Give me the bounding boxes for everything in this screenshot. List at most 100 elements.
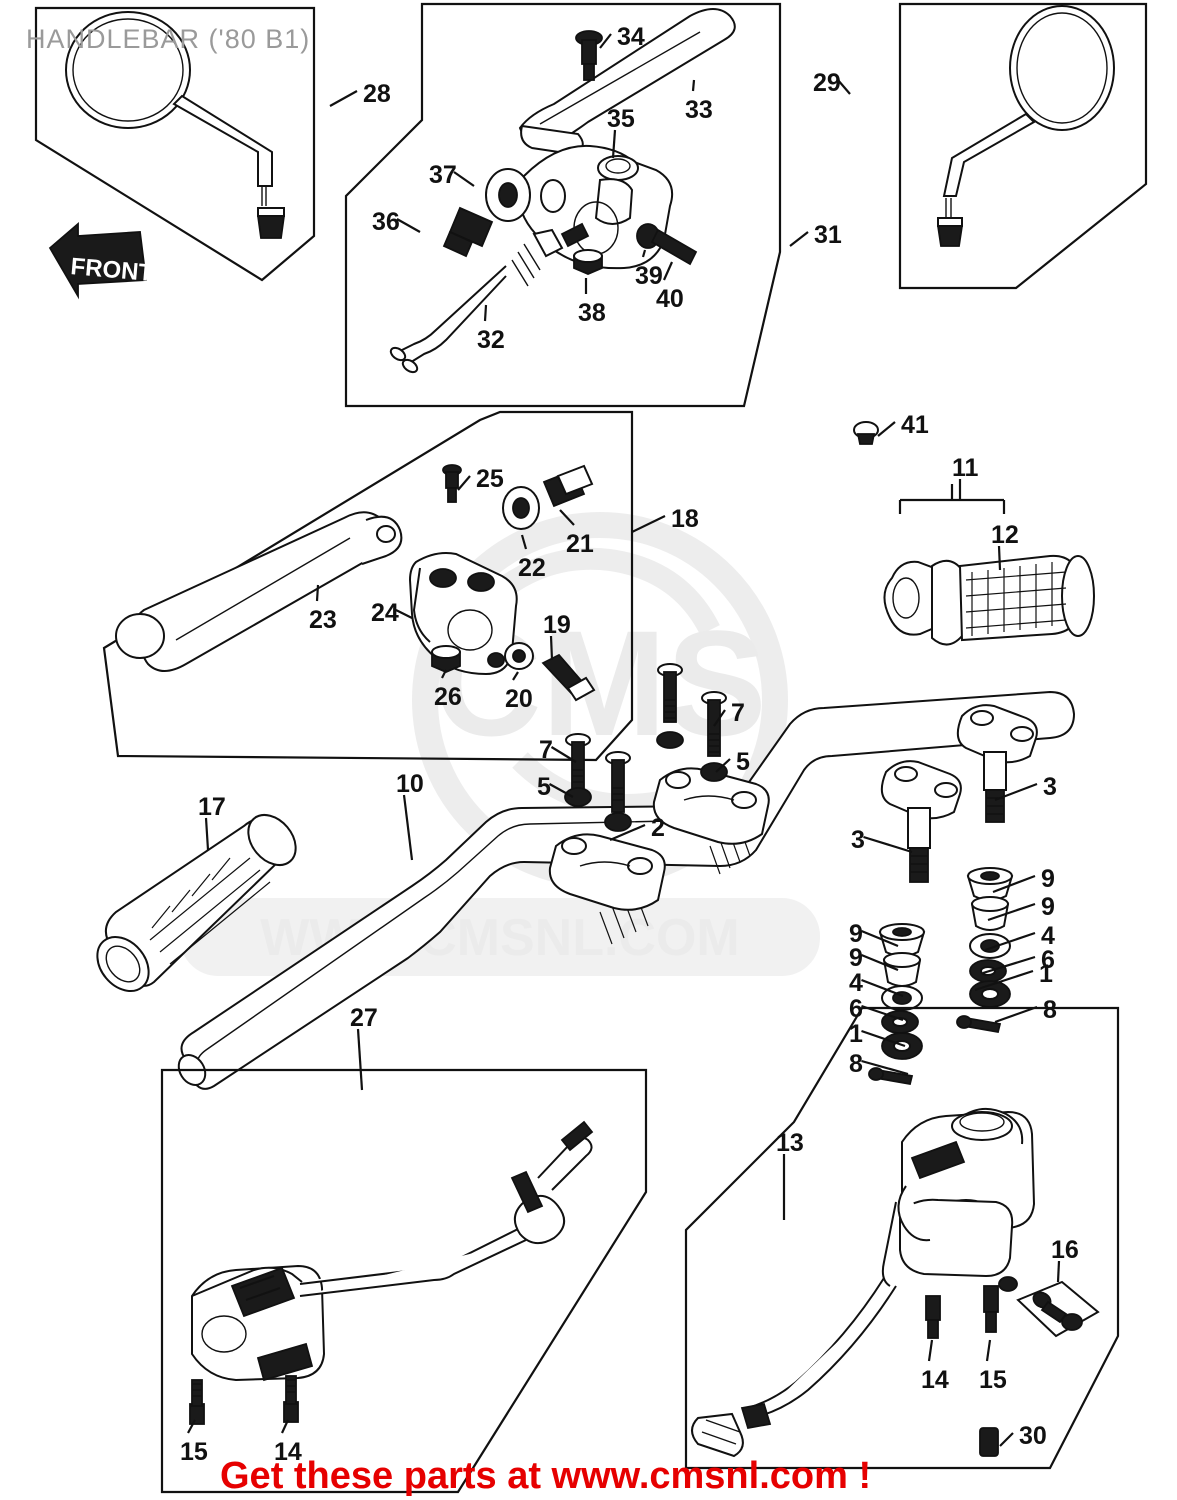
callout-number-35[interactable]: 35 — [607, 105, 635, 133]
callout-number-22[interactable]: 22 — [518, 554, 546, 582]
callout-number-25[interactable]: 25 — [476, 465, 504, 493]
callout-number-14[interactable]: 14 — [921, 1366, 949, 1394]
right-switch-housing-part — [691, 1107, 1100, 1458]
callout-number-8[interactable]: 8 — [1043, 996, 1057, 1024]
leader-line-1 — [974, 969, 1034, 992]
callout-number-29[interactable]: 29 — [813, 69, 841, 97]
leader-line-14 — [927, 1339, 934, 1362]
callout-number-9[interactable]: 9 — [849, 920, 863, 948]
leader-line-4 — [984, 931, 1036, 952]
callout-number-2[interactable]: 2 — [651, 814, 665, 842]
callout-number-15[interactable]: 15 — [180, 1438, 208, 1466]
leader-line-8 — [861, 1059, 909, 1076]
leader-line-21 — [559, 509, 575, 526]
pivot-bolt-part — [575, 30, 603, 81]
callout-number-7[interactable]: 7 — [731, 699, 745, 727]
leader-line-7 — [713, 709, 726, 727]
footer-promo-text: Get these parts at www.cmsnl.com ! — [220, 1455, 872, 1497]
callout-number-9[interactable]: 9 — [1041, 865, 1055, 893]
throttle-grip-part — [883, 554, 1095, 646]
callout-number-11[interactable]: 11 — [952, 454, 979, 482]
leader-line-26 — [441, 669, 447, 679]
leader-line-22 — [520, 534, 528, 550]
leader-line-9 — [992, 874, 1036, 894]
enclosure-13 — [684, 1006, 1120, 1470]
callout-number-3[interactable]: 3 — [1043, 773, 1057, 801]
hardware-stack-left — [868, 923, 926, 1086]
callout-number-9[interactable]: 9 — [1041, 893, 1055, 921]
callout-number-27[interactable]: 27 — [350, 1004, 378, 1032]
callout-number-7[interactable]: 7 — [539, 736, 553, 764]
plug-41-part — [853, 421, 879, 445]
callout-number-31[interactable]: 31 — [814, 221, 842, 249]
holder-left-part — [880, 760, 962, 883]
callout-number-8[interactable]: 8 — [849, 1050, 863, 1078]
callout-number-5[interactable]: 5 — [736, 748, 750, 776]
callout-number-32[interactable]: 32 — [477, 326, 505, 354]
leader-line-31 — [789, 231, 809, 247]
screw-25-part — [442, 464, 462, 503]
leader-line-24 — [395, 609, 413, 619]
lock-nut-37-part — [485, 168, 531, 222]
callout-number-24[interactable]: 24 — [371, 599, 399, 627]
leader-line-30 — [999, 1432, 1014, 1447]
left-mirror-part — [65, 11, 286, 239]
leader-line-1 — [861, 1029, 906, 1048]
callout-number-12[interactable]: 12 — [991, 521, 1019, 549]
callout-number-16[interactable]: 16 — [1051, 1236, 1079, 1264]
leader-line-34 — [599, 33, 612, 49]
callout-number-4[interactable]: 4 — [1041, 922, 1055, 950]
callout-number-21[interactable]: 21 — [566, 530, 594, 558]
adjuster-21-part — [542, 464, 594, 508]
callout-number-14[interactable]: 14 — [274, 1438, 302, 1466]
callout-number-1[interactable]: 1 — [1039, 960, 1053, 988]
callout-number-41[interactable]: 41 — [901, 411, 929, 439]
left-switch-housing-part — [189, 1120, 594, 1425]
callout-number-39[interactable]: 39 — [635, 262, 663, 290]
callout-number-30[interactable]: 30 — [1019, 1422, 1047, 1450]
leader-line-37 — [453, 171, 475, 187]
callout-number-34[interactable]: 34 — [617, 23, 645, 51]
callout-number-10[interactable]: 10 — [396, 770, 424, 798]
adjuster-bolt-36-part — [442, 206, 494, 258]
bolts-group — [564, 663, 728, 832]
left-grip-part — [96, 813, 297, 992]
callout-number-23[interactable]: 23 — [309, 606, 337, 634]
callout-number-6[interactable]: 6 — [849, 995, 863, 1023]
leader-line-12 — [997, 545, 1002, 571]
callout-number-38[interactable]: 38 — [578, 299, 606, 327]
leader-line-33 — [691, 79, 696, 92]
leader-line-5 — [548, 783, 574, 798]
callout-number-17[interactable]: 17 — [198, 793, 226, 821]
callout-number-3[interactable]: 3 — [851, 826, 865, 854]
leader-line-9 — [987, 902, 1036, 922]
washer-20-part — [504, 642, 534, 670]
enclosure-31 — [344, 2, 782, 408]
leader-line-14 — [281, 1419, 289, 1434]
callout-number-5[interactable]: 5 — [537, 773, 551, 801]
leader-line-36 — [396, 218, 421, 233]
callout-number-6[interactable]: 6 — [1041, 946, 1055, 974]
callout-number-9[interactable]: 9 — [849, 944, 863, 972]
callout-number-33[interactable]: 33 — [685, 96, 713, 124]
callout-number-19[interactable]: 19 — [543, 611, 571, 639]
leader-line-23 — [315, 584, 320, 602]
enclosure-27 — [160, 1068, 648, 1494]
callout-number-4[interactable]: 4 — [849, 969, 863, 997]
leader-line-9 — [861, 953, 899, 972]
callout-number-36[interactable]: 36 — [372, 208, 400, 236]
callout-number-20[interactable]: 20 — [505, 685, 533, 713]
callout-number-40[interactable]: 40 — [656, 285, 684, 313]
callout-number-15[interactable]: 15 — [979, 1366, 1007, 1394]
callout-number-13[interactable]: 13 — [776, 1129, 804, 1157]
leader-line-20 — [512, 671, 519, 681]
nut-38-part — [573, 249, 603, 275]
callout-number-37[interactable]: 37 — [429, 161, 457, 189]
handlebar-clamp-right-part — [652, 767, 770, 845]
callout-number-26[interactable]: 26 — [434, 683, 462, 711]
callout-number-1[interactable]: 1 — [849, 1020, 863, 1048]
callout-number-28[interactable]: 28 — [363, 80, 391, 108]
leader-line-19 — [549, 635, 554, 661]
callout-number-18[interactable]: 18 — [671, 505, 699, 533]
